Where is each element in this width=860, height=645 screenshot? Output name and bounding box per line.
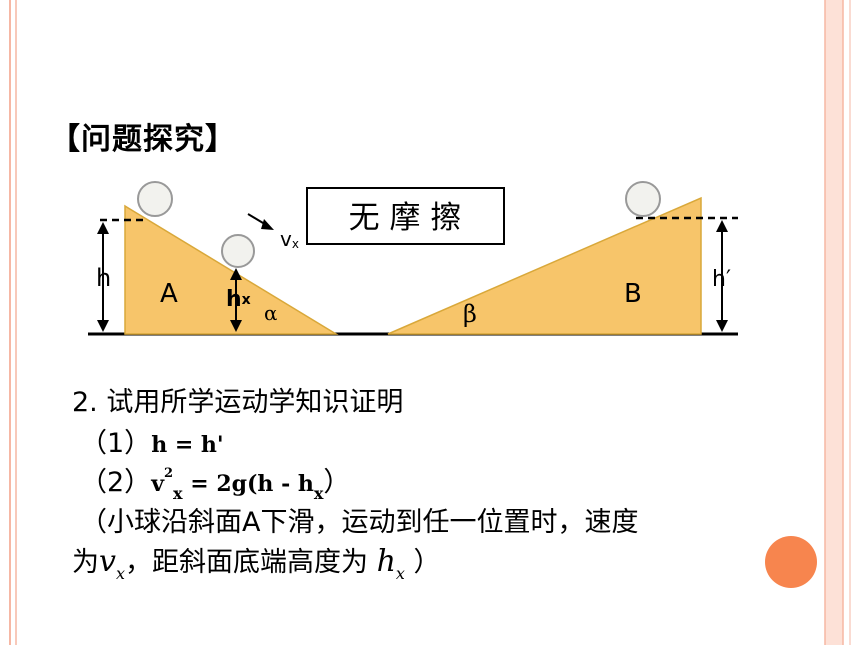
item-2-prefix: （2） [80,467,152,498]
orange-circle-decoration [765,536,817,588]
hx-arrow-head-down [230,320,242,332]
ramp-a [124,204,339,335]
label-beta: β [463,300,477,328]
note-line-2: 为vx，距斜面底端高度为 hx ） [72,544,441,583]
h-arrow-head-down [97,320,109,332]
var-hx: hx [376,544,405,583]
right-border-band [825,0,843,645]
label-vx: vx [280,227,299,251]
h-arrow-head-up [97,222,109,234]
frictionless-box [306,187,505,245]
frictionless-label: 无 摩 擦 [349,200,462,236]
ramp-b [387,196,702,335]
label-A: A [160,279,178,309]
ball-middle-a [221,234,255,268]
item-1-formula: h = h' [151,432,224,458]
label-B: B [624,279,642,309]
ball-top-b [625,181,661,217]
section-heading: 【问题探究】 [50,122,236,157]
ball-top-a [137,181,173,217]
label-h: h [96,264,111,292]
question-line: 2. 试用所学运动学知识证明 [72,387,404,418]
vx-arrow-head [261,219,274,230]
var-vx: vx [99,544,125,583]
hprime-arrow-head-up [716,220,728,232]
item-1-prefix: （1） [80,428,152,459]
item-2-formula: v2x = 2g(h - hx [151,466,324,503]
label-hx: hx [226,287,251,312]
item-1: （1）h = h' [80,421,224,460]
note-line-1: （小球沿斜面A下滑，运动到任一位置时，速度 [80,507,639,538]
hprime-arrow-head-down [716,320,728,332]
item-2: （2）v2x = 2g(h - hx） [80,466,351,503]
hx-arrow-head-up [230,268,242,280]
label-hprime: h′ [712,267,731,292]
label-alpha: α [264,301,278,325]
